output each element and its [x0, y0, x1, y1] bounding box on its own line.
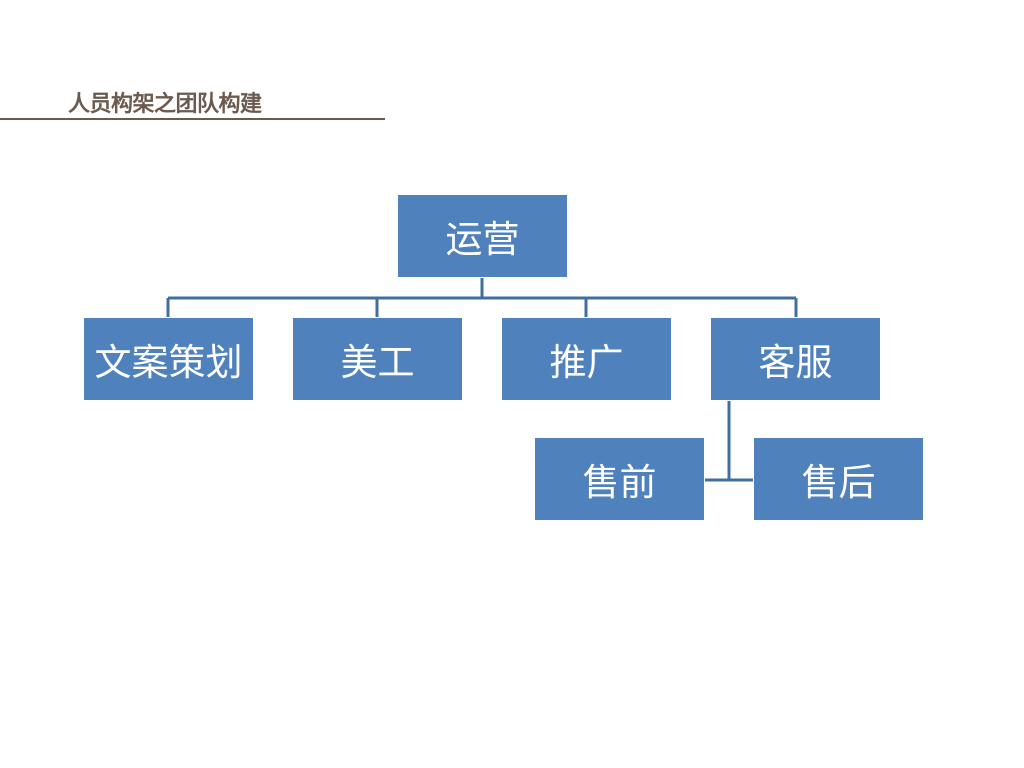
- node-pre-sales: 售前: [534, 437, 705, 521]
- node-operations: 运营: [397, 194, 568, 278]
- node-customer-service: 客服: [710, 317, 881, 401]
- node-art-design: 美工: [292, 317, 463, 401]
- node-after-sales: 售后: [753, 437, 924, 521]
- slide-title: 人员构架之团队构建: [68, 92, 262, 117]
- node-copywriting: 文案策划: [83, 317, 254, 401]
- node-promotion: 推广: [501, 317, 672, 401]
- title-underline: [0, 118, 385, 120]
